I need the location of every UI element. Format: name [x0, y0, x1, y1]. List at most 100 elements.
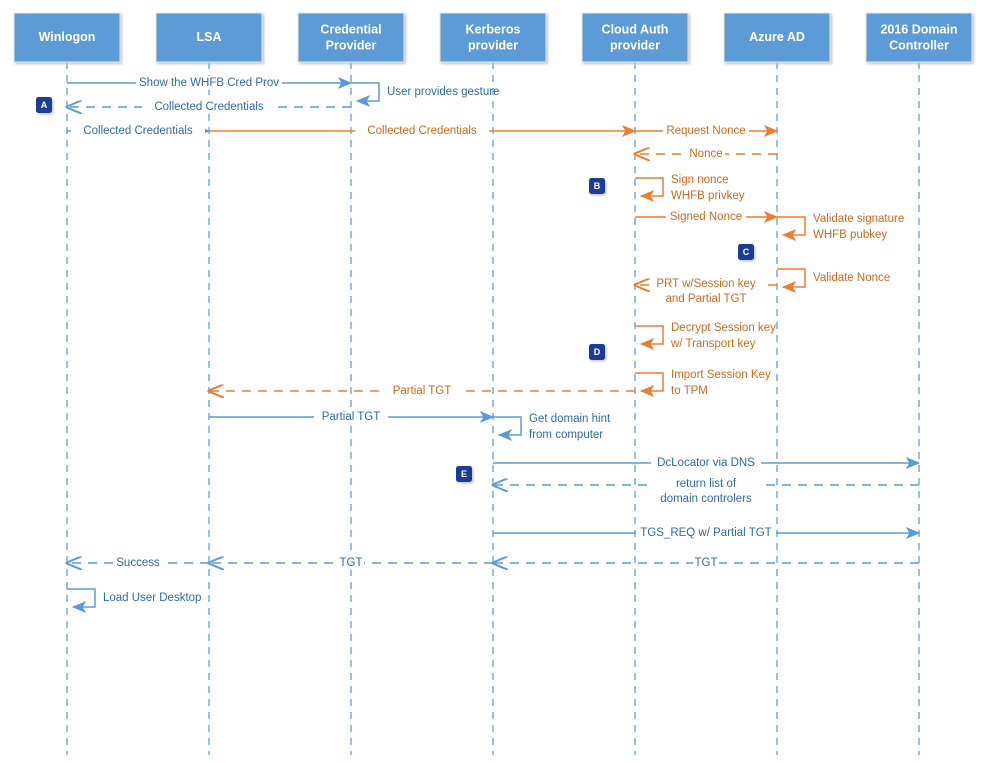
message-label-m18-line2: domain controlers [660, 493, 752, 505]
message-label-m12: Decrypt Session key [671, 322, 776, 334]
message-label-m2b: User provides gesture [387, 86, 500, 98]
message-label-m3: Collected Credentials [83, 125, 193, 137]
self-call-path-m7 [635, 177, 664, 202]
message-label-bg-m8 [666, 210, 746, 224]
badge-box-a [36, 97, 52, 113]
message-m22: Success [67, 556, 209, 570]
actor-label-winlogon: Winlogon [39, 30, 96, 44]
actor-box-azuread [723, 12, 831, 63]
message-label-m21: TGT [340, 557, 363, 569]
message-label-bg-m2 [142, 100, 276, 114]
message-label-m6: Nonce [689, 148, 722, 160]
message-m15: Partial TGT [209, 410, 495, 424]
self-call-path-m23 [67, 588, 96, 613]
badge-letter-b: B [594, 181, 601, 191]
actor-label-dc2016: 2016 Domain [880, 22, 957, 36]
step-badge-b[interactable]: B [589, 178, 605, 194]
step-badge-c[interactable]: C [738, 244, 754, 260]
message-label-bg-m6 [687, 147, 725, 161]
self-call-path-m9 [777, 216, 806, 241]
actor-label-cloudauth-line2: provider [610, 38, 660, 52]
actor-box-winlogon [13, 12, 121, 63]
self-call-path-m2b [351, 82, 380, 107]
message-m4: Collected Credentials [209, 124, 637, 138]
message-m14: Partial TGT [209, 384, 635, 398]
message-label-bg-m3 [71, 124, 205, 138]
badge-letter-d: D [594, 347, 601, 357]
message-label-m12-line2: w/ Transport key [670, 338, 756, 350]
lifelines-group [66, 62, 920, 755]
message-label-bg-m5 [663, 124, 749, 138]
badge-letter-c: C [743, 247, 750, 257]
self-call-path-m13 [635, 372, 664, 397]
actor-label-azuread: Azure AD [749, 30, 805, 44]
actor-label-credprov-line2: Provider [326, 38, 377, 52]
badge-box-b [589, 178, 605, 194]
self-call-path-m16 [493, 416, 522, 441]
badge-letter-e: E [461, 469, 467, 479]
step-badge-a[interactable]: A [36, 97, 52, 113]
message-label-m8: Signed Nonce [670, 211, 742, 223]
message-label-m13-line2: to TPM [671, 385, 708, 397]
message-m17: DcLocator via DNS [493, 456, 921, 470]
message-m21: TGT [209, 556, 493, 570]
actor-label-lsa: LSA [197, 30, 222, 44]
message-m1: Show the WHFB Cred Prov [67, 76, 353, 90]
actor-box-lsa [155, 12, 263, 63]
message-label-bg-m22 [113, 556, 163, 570]
message-m11: PRT w/Session key and Partial TGT [635, 275, 777, 305]
actor-box-dc2016 [865, 12, 973, 63]
message-label-m19: TGS_REQ w/ Partial TGT [640, 527, 771, 539]
message-m16: Get domain hint from computer [493, 413, 611, 441]
message-m20: TGT [493, 556, 919, 570]
message-label-m18: return list of [676, 478, 737, 490]
message-m19: TGS_REQ w/ Partial TGT [493, 526, 921, 540]
actor-label-kerberos-line2: provider [468, 38, 518, 52]
badge-box-c [738, 244, 754, 260]
actor-label-credprov: Credential [320, 22, 381, 36]
message-label-m10: Validate Nonce [813, 272, 890, 284]
message-label-m14: Partial TGT [393, 385, 452, 397]
message-label-m13: Import Session Key [671, 369, 771, 381]
message-label-m16-line2: from computer [529, 429, 603, 441]
step-badge-d[interactable]: D [589, 344, 605, 360]
message-label-m9: Validate signature [813, 213, 904, 225]
badge-letter-a: A [41, 100, 48, 110]
message-label-bg-m14 [385, 384, 459, 398]
message-label-bg-m21 [338, 556, 364, 570]
message-label-m5: Request Nonce [666, 125, 745, 137]
message-m10: Validate Nonce [777, 268, 890, 293]
message-label-m11-line2: and Partial TGT [666, 293, 747, 305]
actor-header-azuread[interactable]: Azure AD [723, 12, 831, 63]
message-label-m2: Collected Credentials [154, 101, 264, 113]
message-label-m22: Success [116, 557, 160, 569]
message-label-bg-m11 [651, 275, 761, 305]
self-call-path-m10 [777, 268, 806, 293]
actor-header-lsa[interactable]: LSA [155, 12, 263, 63]
step-badge-e[interactable]: E [456, 466, 472, 482]
message-label-bg-m17 [651, 456, 761, 470]
message-label-bg-m19 [636, 526, 776, 540]
message-label-m7-line2: WHFB privkey [671, 190, 745, 202]
message-label-bg-m15 [314, 410, 388, 424]
message-m5: Request Nonce [635, 124, 779, 138]
actor-header-winlogon[interactable]: Winlogon [13, 12, 121, 63]
message-label-m1: Show the WHFB Cred Prov [139, 77, 279, 89]
actor-box-kerberos [439, 12, 547, 63]
message-label-m11: PRT w/Session key [656, 278, 756, 290]
self-call-path-m12 [635, 325, 664, 350]
message-label-m23: Load User Desktop [103, 592, 201, 604]
message-label-m9-line2: WHFB pubkey [813, 229, 887, 241]
message-label-m16: Get domain hint [529, 413, 611, 425]
step-badges-group: A B C D E [36, 97, 754, 482]
